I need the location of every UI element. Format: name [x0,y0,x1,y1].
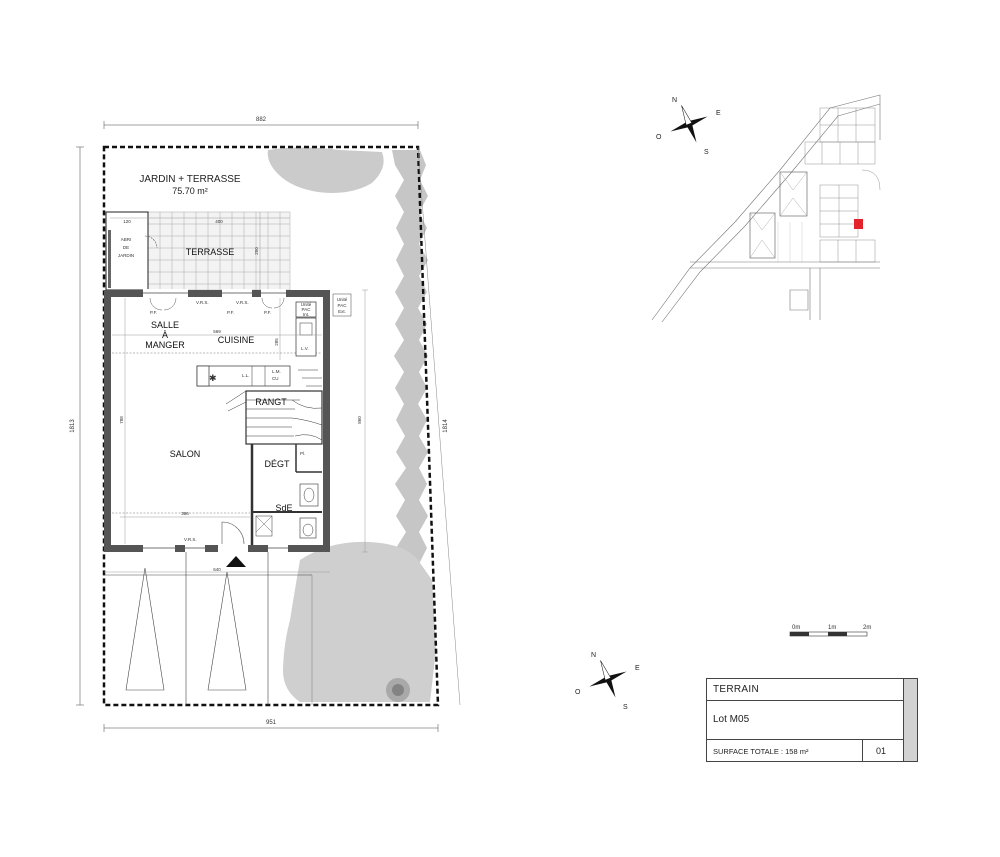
pac-int-3: Int. [303,312,309,317]
dim-left: 1813 [70,419,76,433]
dim-top: 882 [256,117,267,123]
pac-int-1: Unité [301,302,312,307]
dim-facade: 640 [213,567,221,572]
title-block-title: TERRAIN [707,679,904,701]
dim-terrace-width: 400 [215,219,223,224]
dim-right: 1814 [443,419,449,433]
interior-partitions [112,301,323,545]
dim-living-width: 386 [181,511,189,516]
shed-label-1: ABRI [121,237,132,242]
pac-ext-2: PAC [338,303,348,308]
dim-kitchen-depth: 285 [274,338,279,346]
site-location-map [651,94,881,323]
living-label: SALON [170,449,201,459]
pf-label-2: P.F. [227,310,234,315]
compass-n: N [672,97,677,104]
dim-terrace-depth: 250 [254,247,259,255]
ll-label: L.L. [242,373,250,378]
pac-ext-3: Ext. [338,309,346,314]
dining-label-2: À [162,330,168,340]
vegetation [267,147,436,702]
pac-int-2: PAC [302,307,312,312]
closet-label: Pl. [300,451,305,456]
vr-label-3: V.R.S. [184,537,197,542]
terrace-label: TERRASSE [186,247,235,257]
cu-label: CU [272,376,279,381]
scale-1: 1m [828,625,836,631]
compass-o-2: O [575,689,581,696]
scale-bar: 0m 1m 2m [789,625,871,637]
title-block-lot: Lot M05 [707,701,904,740]
hob-icon: ✱ [209,373,217,383]
dim-house-height: 788 [119,416,124,424]
bathroom-label: SdE [275,503,292,513]
pf-label-3: P.F. [264,310,271,315]
lm-label: L.M. [272,369,281,374]
compass-e: E [716,110,721,117]
pac-ext-1: Unité [337,297,348,302]
pf-label-1: P.F. [150,310,157,315]
title-block-side-band [903,679,917,761]
compass-e-2: E [635,665,640,672]
compass-s: S [704,149,709,156]
compass-s-2: S [623,704,628,711]
dim-shed-width: 120 [123,219,131,224]
shed-label-3: JARDIN [118,253,134,258]
compass-o: O [656,134,662,141]
lot-highlight [854,219,863,229]
garden-label: JARDIN + TERRASSE [139,174,241,185]
vr-label-2: V.R.S. [236,300,249,305]
garden-shed [105,211,158,291]
compass-rose-top: N E S O [656,97,721,156]
hall-label: DÉGT [264,459,290,469]
kitchen-label: CUISINE [218,335,255,345]
terrace [147,211,291,291]
scale-2: 2m [863,625,871,631]
garden-area: 75.70 m² [172,186,208,196]
shed-label-2: DE [123,245,129,250]
title-block-sheet: 01 [862,740,904,761]
dim-bottom: 951 [266,720,277,726]
dining-label-3: MANGER [145,340,185,350]
dim-house-inner: 569 [213,329,221,334]
scale-0: 0m [792,625,800,631]
title-block: TERRAIN Lot M05 SURFACE TOTALE : 158 m² … [706,678,918,762]
lv-label: L.V. [301,346,309,351]
dim-house-depth: 860 [357,416,362,424]
compass-n-2: N [591,652,596,659]
dimension-labels: 882 951 1813 1814 120 400 250 569 788 86… [70,117,449,726]
parking [104,552,313,705]
vr-label-1: V.R.S. [196,300,209,305]
storage-label: RANGT [255,397,287,407]
entry-arrow [226,556,246,567]
title-block-surface: SURFACE TOTALE : 158 m² [713,747,809,756]
dimension-lines [76,121,461,732]
compass-rose-bottom: N E S O [575,652,640,711]
dining-label-1: SALLE [151,320,179,330]
plan-labels: JARDIN + TERRASSE 75.70 m² TERRASSE ABRI… [118,174,352,542]
